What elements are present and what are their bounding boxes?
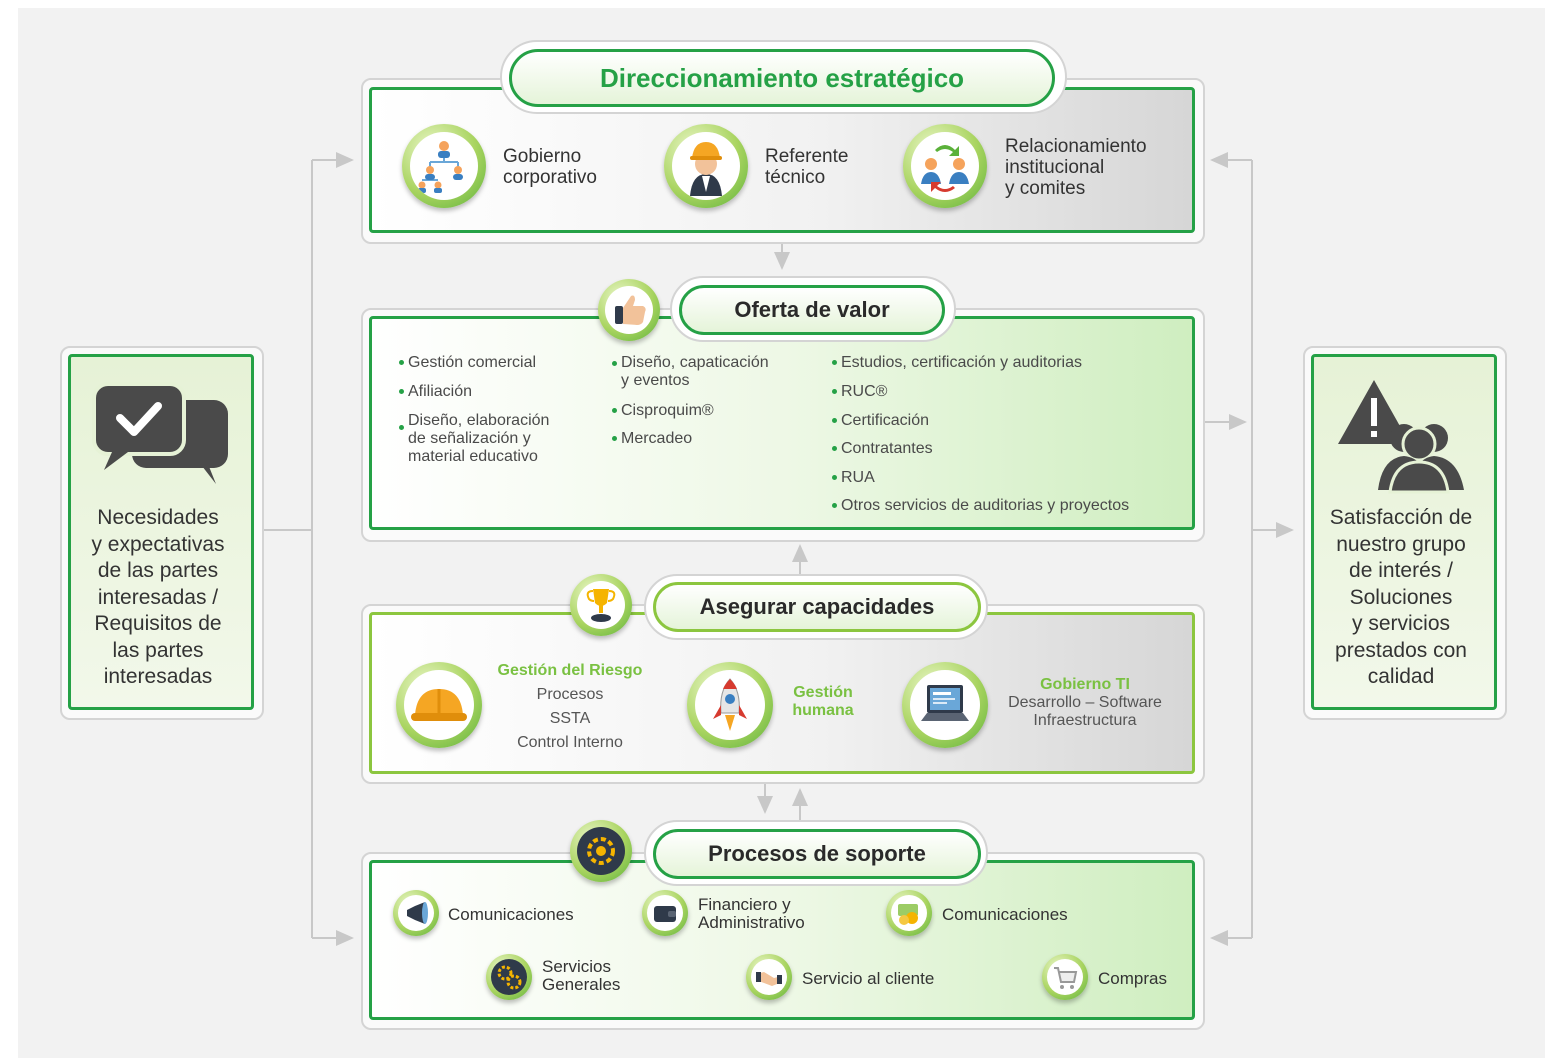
gobierno-ti: Gobierno TI Desarrollo – Software Infrae… bbox=[998, 676, 1172, 730]
warning-people-icon bbox=[1338, 378, 1468, 501]
asegurar-title: Asegurar capacidades bbox=[653, 582, 981, 632]
gobierno-ti-title: Gobierno TI bbox=[1040, 676, 1130, 693]
oferta-col1-item: Gestión comercial bbox=[399, 354, 536, 372]
soporte-financiero-label: Financiero y Administrativo bbox=[698, 895, 805, 932]
people-exchange-icon bbox=[903, 124, 987, 208]
oferta-col3-item: Estudios, certificación y auditorias bbox=[832, 354, 1082, 372]
gobierno-ti-lines: Desarrollo – Software Infraestructura bbox=[1008, 694, 1162, 729]
gestion-riesgo-title: Gestión del Riesgo bbox=[497, 662, 643, 679]
gears-icon bbox=[486, 954, 532, 1000]
oferta-col2-item: Mercadeo bbox=[612, 430, 692, 448]
soporte-servicios-generales-label: Servicios Generales bbox=[542, 957, 621, 994]
engineer-icon bbox=[664, 124, 748, 208]
oferta-col3-item: RUA bbox=[832, 469, 875, 487]
rocket-icon bbox=[687, 662, 773, 748]
laptop-icon bbox=[902, 662, 988, 748]
oferta-col1-item: Diseño, elaboración de señalización y ma… bbox=[399, 412, 549, 466]
org-chart-icon bbox=[402, 124, 486, 208]
thumbs-up-icon bbox=[598, 279, 660, 341]
oferta-col3-item: Otros servicios de auditorias y proyecto… bbox=[832, 497, 1129, 515]
oferta-col2-item: Cisproquim® bbox=[612, 402, 714, 420]
trophy-icon bbox=[570, 574, 632, 636]
wallet-icon bbox=[642, 890, 688, 936]
gestion-riesgo: Gestión del Riesgo Procesos SSTA Control… bbox=[482, 659, 658, 755]
direccionamiento-title: Direccionamiento estratégico bbox=[509, 49, 1055, 107]
cart-icon bbox=[1042, 954, 1088, 1000]
right-box-inner bbox=[1311, 354, 1497, 710]
relacionamiento-label: Relacionamiento institucional y comites bbox=[1005, 136, 1147, 199]
oferta-col3-item: RUC® bbox=[832, 383, 887, 401]
right-box-text: Satisfacción de nuestro grupo de interés… bbox=[1329, 506, 1473, 688]
gestion-humana-title: Gestión humana bbox=[792, 684, 854, 719]
left-box-text: Necesidades y expectativas de las partes… bbox=[91, 506, 225, 688]
chat-check-icon bbox=[92, 382, 232, 492]
money-icon bbox=[886, 890, 932, 936]
handshake-icon bbox=[746, 954, 792, 1000]
hard-hat-icon bbox=[396, 662, 482, 748]
gear-icon bbox=[570, 820, 632, 882]
oferta-col3-item: Certificación bbox=[832, 412, 929, 430]
oferta-col1-item: Afiliación bbox=[399, 383, 472, 401]
soporte-comunicaciones-label: Comunicaciones bbox=[448, 905, 574, 924]
oferta-inner bbox=[369, 316, 1195, 530]
oferta-col2-item: Diseño, capaticación y eventos bbox=[612, 354, 769, 390]
soporte-servicio-cliente-label: Servicio al cliente bbox=[802, 969, 935, 988]
megaphone-icon bbox=[393, 890, 439, 936]
gestion-riesgo-lines: Procesos SSTA Control Interno bbox=[517, 686, 623, 751]
oferta-title: Oferta de valor bbox=[679, 285, 945, 335]
soporte-comunicaciones-2-label: Comunicaciones bbox=[942, 905, 1068, 924]
referente-tecnico-label: Referente técnico bbox=[765, 146, 849, 188]
gobierno-corporativo-label: Gobierno corporativo bbox=[503, 146, 597, 188]
soporte-compras-label: Compras bbox=[1098, 969, 1167, 988]
oferta-col3-item: Contratantes bbox=[832, 440, 933, 458]
soporte-title: Procesos de soporte bbox=[653, 829, 981, 879]
